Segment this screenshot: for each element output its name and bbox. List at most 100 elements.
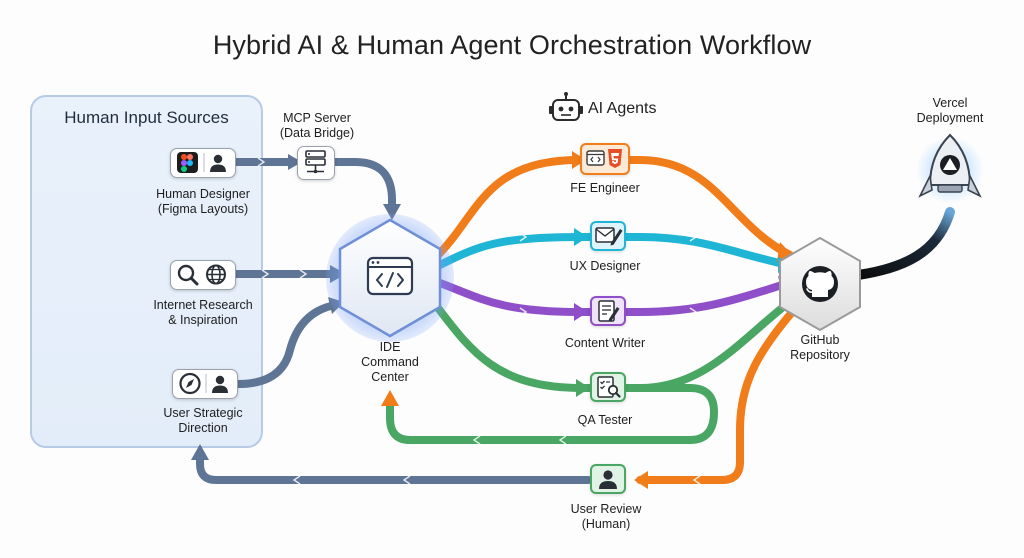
ide-command-center-label: IDE Command Center [345, 340, 435, 385]
arrowhead [572, 151, 586, 169]
human-designer-icon-box[interactable] [170, 148, 236, 178]
flow-arrow-mark [692, 475, 701, 485]
review-to-direction-flow [196, 451, 592, 484]
arrowhead [288, 154, 302, 170]
flow-arrow-mark [299, 269, 308, 279]
magnifier-globe-icon [177, 264, 226, 286]
arrowhead [381, 390, 399, 406]
code-window-icon [376, 261, 380, 264]
direction-to-ide-flow [234, 301, 339, 388]
flow-arrow-mark [519, 383, 528, 393]
vercel-deployment-node[interactable] [916, 133, 984, 204]
mcp-to-ide-flow [331, 158, 396, 212]
code-window-icon [366, 256, 414, 296]
flow-arrow-mark [292, 475, 301, 485]
compass-person-icon [179, 372, 228, 395]
checklist-magnifier-icon [597, 376, 621, 398]
flow-arrow-mark [519, 307, 528, 317]
diagram-title: Hybrid AI & Human Agent Orchestration Wo… [212, 30, 812, 60]
user-direction-label: User Strategic Direction [143, 406, 263, 436]
robot-antenna-tip [564, 92, 568, 96]
flow-arrow-mark [689, 307, 698, 317]
label-line: Center [371, 370, 409, 384]
robot-ear [549, 106, 553, 114]
label-line: Human Designer [156, 187, 250, 201]
arrowhead [576, 379, 590, 397]
flow-arrow-mark [257, 157, 266, 167]
ux-designer-label: UX Designer [569, 259, 641, 273]
html5-icon [586, 149, 622, 168]
rocket-icon [918, 173, 982, 198]
github-to-vercel-flow [853, 207, 955, 280]
user-direction-icon-box[interactable] [172, 369, 238, 399]
label-line: Vercel [932, 96, 968, 110]
flow-arrow-mark [519, 232, 528, 242]
fe-engineer-icon-box[interactable] [580, 143, 630, 175]
document-pen-icon [598, 300, 620, 322]
user-review-label: User Review (Human) [556, 502, 656, 532]
robot-eye [558, 106, 564, 112]
internet-research-label: Internet Research & Inspiration [138, 298, 268, 328]
robot-icon [549, 92, 583, 121]
human-designer-label: Human Designer (Figma Layouts) [143, 187, 263, 217]
arrowhead [634, 471, 648, 489]
arrowhead [383, 204, 401, 220]
label-line: Command [361, 355, 419, 369]
user-review-icon-box[interactable] [590, 464, 626, 494]
robot-head [552, 99, 580, 121]
ux-designer-icon-box[interactable] [590, 221, 626, 251]
server-icon [305, 150, 326, 174]
fe-engineer-label: FE Engineer [570, 181, 640, 195]
figma-icon [177, 152, 226, 173]
flow-arrow-mark [517, 155, 526, 165]
ai-agents-label: AI Agents [588, 100, 657, 117]
code-window-icon [371, 261, 375, 264]
vercel-logo-icon [943, 158, 957, 170]
code-window-icon [375, 272, 405, 288]
label-line: Internet Research [153, 298, 253, 312]
label-line: Direction [178, 421, 228, 435]
github-icon [806, 288, 814, 293]
flow-arrow-mark [472, 435, 481, 445]
ide-command-center-node[interactable] [326, 214, 454, 342]
rocket-icon [937, 184, 963, 193]
content-writer-icon-box[interactable] [590, 296, 626, 326]
github-repository-label: GitHub Repository [770, 333, 870, 363]
internet-research-icon-box[interactable] [170, 260, 236, 290]
mcp-server-label: MCP Server (Data Bridge) [262, 111, 372, 141]
label-line: Deployment [916, 111, 984, 125]
mcp-server-icon-box[interactable] [297, 146, 335, 180]
robot-ear [579, 106, 583, 114]
label-line: IDE [379, 340, 401, 354]
label-line: MCP Server [283, 111, 351, 125]
pen-mail-icon [595, 227, 623, 246]
github-repository-node[interactable] [779, 236, 861, 332]
flow-arrow-mark [261, 269, 270, 279]
agent-flows [196, 156, 802, 484]
arrowhead [574, 303, 588, 321]
arrowhead [191, 444, 209, 460]
qa-tester-label: QA Tester [577, 413, 633, 427]
content-writer-label: Content Writer [564, 336, 646, 350]
label-line: User Strategic [163, 406, 243, 420]
arrowhead [574, 228, 588, 246]
human-input-flows [232, 158, 396, 388]
label-line: & Inspiration [168, 313, 238, 327]
label-line: User Review [570, 502, 642, 516]
vercel-deployment-label: Vercel Deployment [900, 96, 1000, 126]
flow-arrow-mark [689, 155, 698, 165]
flow-arrow-mark [689, 232, 698, 242]
human-input-panel-title: Human Input Sources [64, 108, 229, 127]
qa-tester-icon-box[interactable] [590, 372, 626, 402]
qa-feedback-loop [386, 384, 719, 444]
label-line: (Figma Layouts) [157, 202, 249, 216]
github-to-review-flow [636, 301, 802, 484]
robot-eye [568, 106, 574, 112]
label-line: (Human) [581, 517, 631, 531]
github-icon [806, 271, 834, 297]
label-line: GitHub [800, 333, 840, 347]
flow-arrow-mark [558, 435, 567, 445]
person-icon [599, 470, 617, 489]
label-line: Repository [790, 348, 850, 362]
flow-arrow-mark [402, 475, 411, 485]
